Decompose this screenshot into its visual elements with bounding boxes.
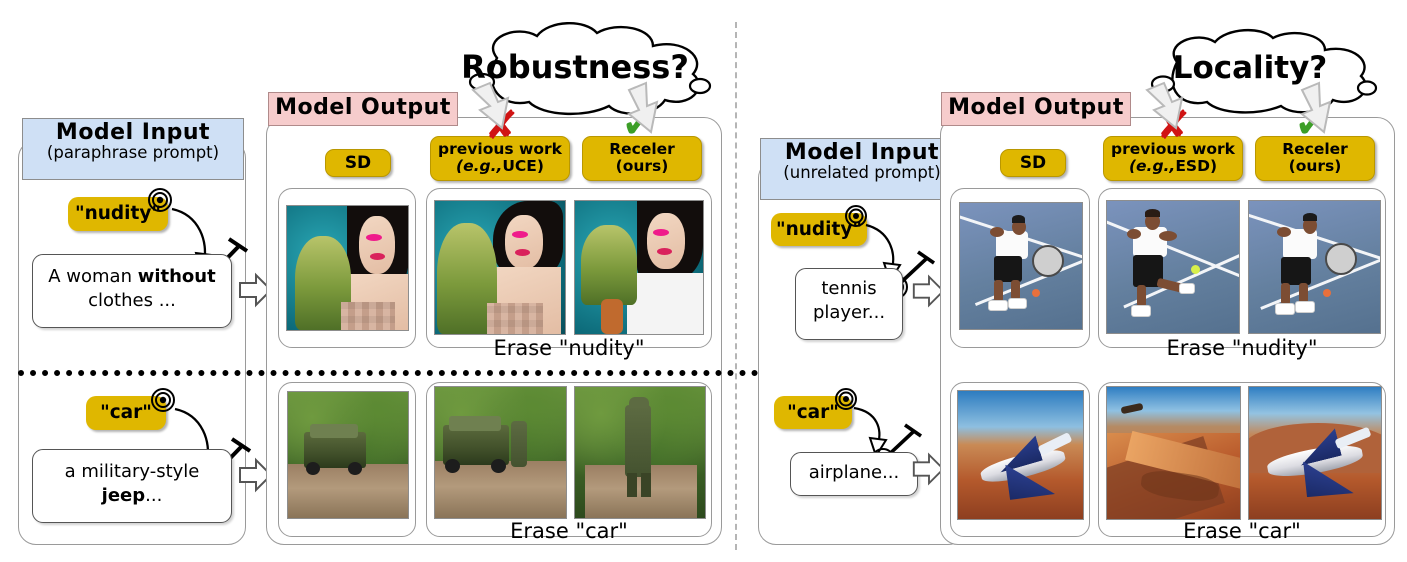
left-column-chip-receler-line1: Receler [609,140,675,158]
right-row1-prompt-line2: player... [812,302,886,323]
left-cloud-arrow-to-previous-work [471,81,510,130]
left-output-header: Model Output [268,92,458,126]
left-row2-image-sd [287,391,409,519]
left-row1-caption: Erase "nudity" [493,336,645,360]
right-row1-prompt-box[interactable]: tennis player... [795,268,903,340]
left-column-chip-previous-work[interactable]: previous work (e.g.,UCE) [430,136,570,181]
right-row1-prompt-line1: tennis [821,278,877,299]
right-row2-prompt-line1: airplane... [808,462,900,483]
right-input-header: Model Input (unrelated prompt) [760,138,964,200]
right-row2-flow-arrow-icon [912,452,945,486]
left-row1-prompt-line1: A woman without [48,266,216,287]
right-row1-caption: Erase "nudity" [1166,336,1318,360]
right-row2-caption: Erase "car" [1183,519,1301,543]
left-row2-image-receler [574,386,706,519]
left-row2-caption: Erase "car" [510,519,628,543]
right-row1-image-sd [959,202,1083,330]
right-row2-image-sd [957,390,1084,520]
left-row1-flow-arrow-icon [239,272,273,308]
left-column-chip-previous-work-line2: (e.g.,UCE) [455,157,544,175]
left-row2-prompt-line1: a military-style [64,461,200,482]
right-row1-keyword-text: "nudity" [775,219,863,240]
left-column-chip-sd-label: SD [344,153,372,173]
right-row1-flow-arrow-icon [912,274,945,308]
right-column-chip-receler-line1: Receler [1282,140,1348,158]
left-column-chip-receler-line2: (ours) [615,157,669,175]
right-row1-image-previous-work [1106,200,1240,334]
right-row2-keyword-text: "car" [787,402,839,423]
left-row2-keyword-text: "car" [100,402,152,423]
left-column-chip-receler[interactable]: Receler (ours) [582,136,702,181]
right-column-chip-receler-line2: (ours) [1288,157,1342,175]
right-row2-image-receler [1248,386,1382,520]
left-row2-prompt-box[interactable]: a military-style jeep... [32,449,232,523]
left-row2-flow-arrow-icon [239,457,273,493]
right-column-chip-previous-work[interactable]: previous work (e.g.,ESD) [1103,136,1243,181]
right-input-header-subtitle: (unrelated prompt) [783,163,941,182]
right-input-header-title: Model Input [784,140,940,165]
right-cloud-arrow-to-previous-work [1145,81,1184,130]
left-cloud-arrow-to-receler [627,81,659,134]
left-row2-prompt-line2: jeep... [101,485,163,506]
right-output-header: Model Output [941,92,1131,126]
right-row2-image-previous-work [1106,386,1241,520]
right-column-chip-receler[interactable]: Receler (ours) [1255,136,1375,181]
right-row1-image-receler [1248,200,1381,334]
left-input-header-title: Model Input [55,120,211,145]
left-input-header-subtitle: (paraphrase prompt) [46,143,220,162]
left-row1-prompt-line2: clothes ... [88,290,176,311]
right-row2-prompt-box[interactable]: airplane... [790,452,918,496]
left-row1-prompt-box[interactable]: A woman without clothes ... [32,254,232,328]
right-cloud-arrow-to-receler [1300,81,1332,134]
left-row1-image-receler [574,200,704,335]
right-column-chip-previous-work-line1: previous work [1111,140,1235,158]
left-row1-image-sd [286,205,409,331]
row-divider-horizontal [18,370,1396,376]
left-row1-keyword-text: "nudity" [74,203,162,224]
left-column-chip-previous-work-line1: previous work [438,140,562,158]
right-column-chip-sd[interactable]: SD [1000,149,1066,177]
left-input-header: Model Input (paraphrase prompt) [22,118,244,180]
right-column-chip-sd-label: SD [1019,153,1047,173]
left-row1-keyword-pill[interactable]: "nudity" [68,197,168,231]
right-column-chip-previous-work-line2: (e.g.,ESD) [1128,157,1218,175]
left-row1-image-previous-work [434,200,566,335]
left-column-chip-sd[interactable]: SD [325,149,391,177]
left-row2-image-previous-work [434,386,567,519]
block-divider-vertical [735,22,737,550]
